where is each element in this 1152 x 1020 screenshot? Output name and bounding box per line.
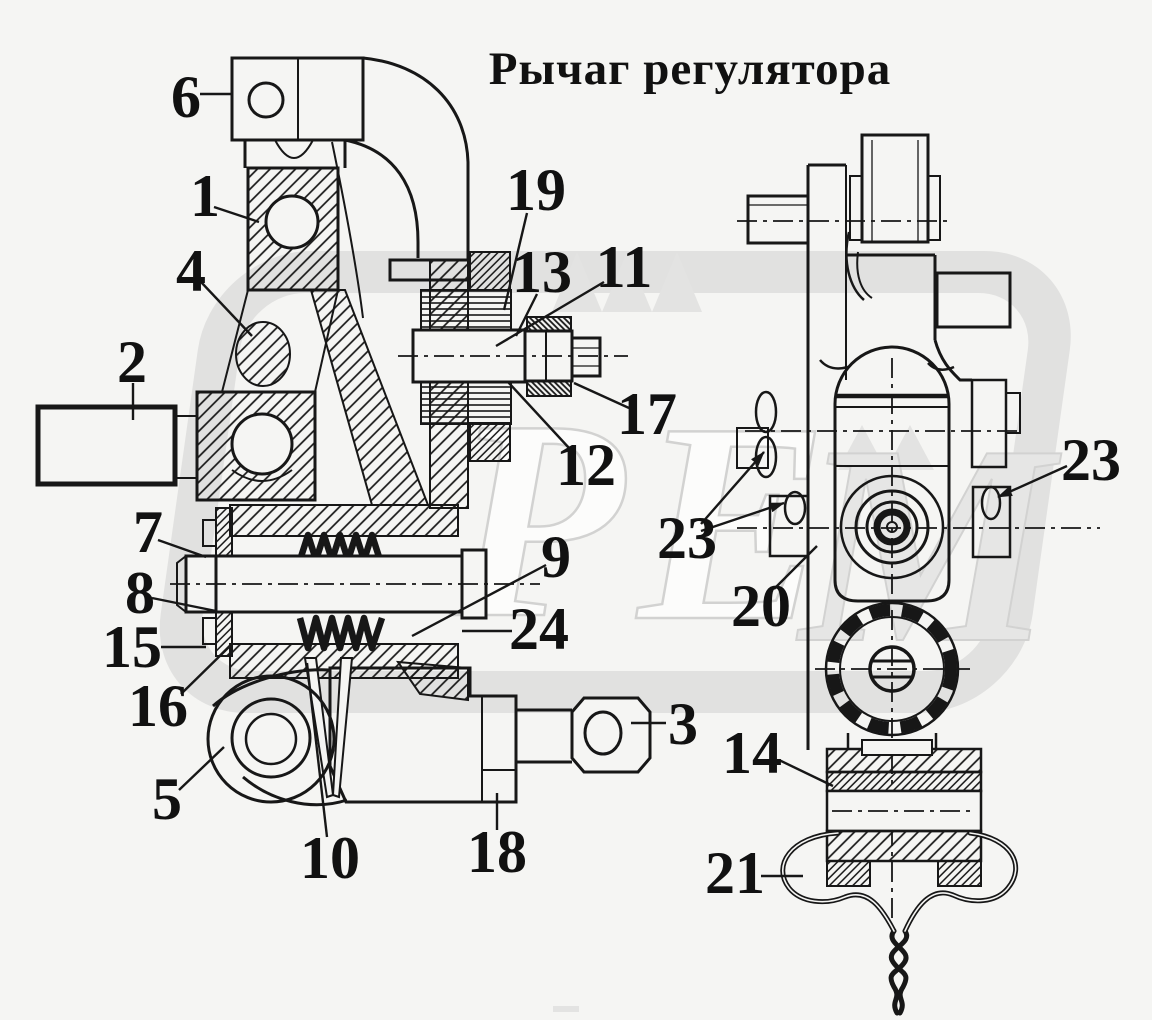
callout-leader-14-22 (778, 758, 834, 788)
callout-2-3: 2 (117, 329, 147, 395)
callout-leader-12-16 (507, 381, 570, 449)
callout-leader-23-19 (700, 451, 765, 525)
callout-8-5: 8 (125, 560, 155, 626)
callout-leader-19-12 (502, 212, 529, 311)
callout-6-0: 6 (171, 64, 201, 130)
callout-4-2: 4 (176, 238, 206, 304)
callout-13-13: 13 (512, 239, 572, 305)
callout-leader-10-9 (305, 662, 329, 838)
callout-leader-13-13 (514, 293, 539, 337)
callout-14-22: 14 (722, 720, 782, 786)
callout-16-7: 16 (128, 673, 188, 739)
callout-7-4: 7 (133, 499, 163, 565)
callout-9-17: 9 (541, 524, 571, 590)
callout-11-14: 11 (596, 234, 653, 300)
left-view (35, 56, 652, 807)
callout-leader-11-14 (495, 280, 605, 348)
callout-23-19: 23 (657, 505, 717, 571)
callout-leader-17-15 (573, 381, 630, 410)
callout-21-23: 21 (705, 840, 765, 906)
callout-10-9: 10 (300, 825, 360, 891)
callout-leader-16-7 (180, 644, 232, 695)
callout-leader-8-5 (151, 596, 217, 613)
callout-18-10: 18 (467, 819, 527, 885)
callout-24-18: 24 (509, 596, 569, 662)
callout-leader-9-17 (411, 563, 547, 638)
callout-leader-5-8 (178, 746, 225, 791)
callout-19-12: 19 (506, 157, 566, 223)
callout-leader-4-2 (200, 281, 253, 337)
callout-3-11: 3 (668, 691, 698, 757)
callout-leader-7-4 (157, 538, 207, 559)
callout-23-21: 23 (1061, 427, 1121, 493)
callout-17-15: 17 (617, 381, 677, 447)
callout-leader-20-20 (773, 545, 818, 590)
callout-leader-23-21 (997, 464, 1068, 499)
callout-5-8: 5 (152, 766, 182, 832)
callout-20-20: 20 (731, 573, 791, 639)
callout-leader-1-1 (213, 205, 260, 224)
page-title: Рычаг регулятора (488, 43, 892, 95)
callout-1-1: 1 (190, 163, 220, 229)
callout-leader2-23-19 (700, 501, 785, 533)
callout-15-6: 15 (102, 614, 162, 680)
callout-12-16: 12 (556, 432, 616, 498)
right-view (736, 133, 1100, 1016)
